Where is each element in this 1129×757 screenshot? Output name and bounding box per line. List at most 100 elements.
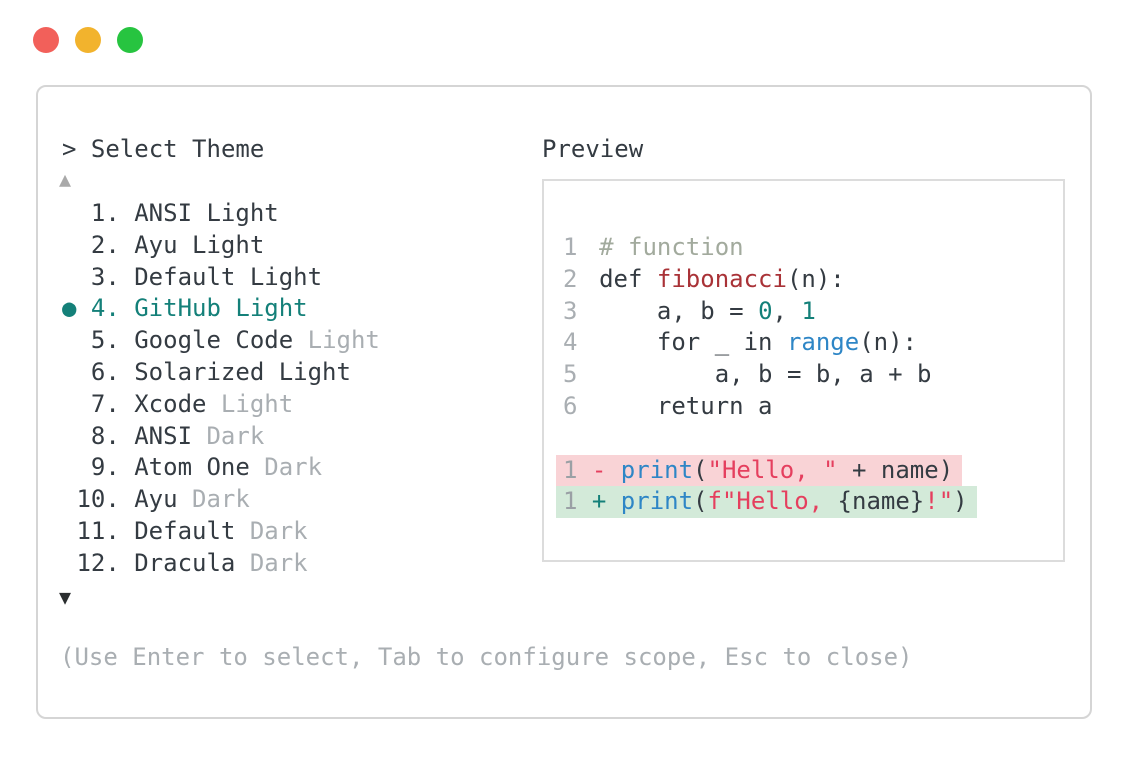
theme-item-number: 1.: [90, 199, 120, 227]
theme-item-label: Ayu: [134, 485, 178, 514]
code-token: range: [786, 328, 860, 357]
theme-item-label-muted: Dark: [249, 453, 323, 482]
theme-list-item[interactable]: 2. Ayu Light: [62, 230, 380, 262]
theme-item-label-muted: Light: [206, 389, 294, 418]
code-token: -: [591, 455, 621, 484]
theme-item-number: 10.: [76, 485, 120, 514]
zoom-button-icon[interactable]: [117, 27, 143, 53]
theme-item-label: Atom One: [134, 453, 250, 482]
line-number: 1: [563, 455, 578, 484]
selected-bullet-icon: ●: [62, 294, 77, 323]
bullet-placeholder: [62, 357, 76, 389]
scroll-up-icon[interactable]: ▲: [59, 167, 72, 191]
code-line-content: a, b = 0, 1: [599, 297, 816, 325]
theme-item-number: 4.: [90, 294, 120, 323]
bullet-placeholder: [62, 325, 76, 357]
theme-list-item[interactable]: 8. ANSI Dark: [62, 421, 380, 453]
theme-item-number: 3.: [90, 262, 120, 291]
theme-list-item[interactable]: ● 4. GitHub Light: [62, 293, 380, 325]
code-token: {name}: [837, 487, 925, 516]
theme-item-label: ANSI: [134, 421, 193, 450]
bullet-placeholder: [62, 548, 76, 580]
bullet-placeholder: [62, 452, 76, 484]
code-token: +: [591, 487, 621, 516]
code-line-content: return a: [599, 391, 773, 420]
theme-list-item[interactable]: 7. Xcode Light: [62, 389, 380, 421]
code-line-content: # function: [599, 233, 744, 261]
code-token: (n):: [859, 328, 917, 357]
theme-item-label: GitHub Light: [134, 294, 308, 323]
theme-item-number: 2.: [90, 230, 120, 259]
theme-item-label: ANSI Light: [134, 199, 279, 227]
help-text: (Use Enter to select, Tab to configure s…: [60, 643, 913, 671]
code-token: + name): [837, 455, 954, 484]
theme-list-item[interactable]: 6. Solarized Light: [62, 357, 380, 389]
code-line: 4 for _ in range(n):: [563, 327, 977, 359]
window-controls: [33, 27, 143, 53]
bullet-placeholder: [62, 230, 76, 262]
theme-item-number: 6.: [90, 357, 120, 386]
theme-item-label: Dracula: [134, 548, 236, 577]
theme-item-number: 5.: [90, 326, 120, 355]
theme-item-number: 7.: [90, 389, 120, 418]
code-line: 3 a, b = 0, 1: [563, 296, 977, 328]
code-token: 0: [758, 296, 773, 325]
code-token: !": [924, 487, 954, 516]
theme-list-item[interactable]: 9.Atom One Dark: [62, 452, 380, 484]
bullet-placeholder: [62, 516, 76, 548]
theme-item-label: Solarized Light: [134, 357, 351, 386]
theme-item-label: Google Code: [134, 326, 294, 355]
code-token: # function: [599, 233, 744, 261]
line-number: 1: [563, 233, 578, 261]
line-number: 1: [563, 487, 578, 516]
diff-line-removed: 1 - print("Hello, " + name): [556, 454, 977, 487]
code-line-blank: [563, 423, 977, 455]
theme-item-label: Xcode: [134, 389, 207, 418]
code-token: (: [693, 455, 708, 484]
bullet-placeholder: [62, 484, 76, 516]
code-token: a, b = b, a + b: [599, 360, 932, 389]
theme-item-number: 12.: [76, 548, 120, 577]
code-token: f"Hello,: [707, 487, 838, 516]
select-theme-prompt: > Select Theme: [62, 135, 265, 163]
code-token: for _ in: [599, 328, 787, 357]
theme-list: 1.ANSI Light 2.Ayu Light 3.Default Light…: [62, 198, 380, 580]
code-token: "Hello, ": [707, 455, 838, 484]
theme-list-item[interactable]: 12.Dracula Dark: [62, 548, 380, 580]
line-number: 4: [563, 328, 578, 357]
theme-picker-window: > Select Theme Preview ▲ 1.ANSI Light 2.…: [36, 85, 1092, 719]
code-token: fibonacci: [656, 264, 787, 293]
bullet-placeholder: [62, 421, 76, 453]
code-token: [577, 456, 591, 484]
theme-list-item[interactable]: 1. ANSI Light: [62, 198, 380, 230]
line-number: 6: [563, 391, 578, 420]
theme-list-item[interactable]: 10. Ayu Dark: [62, 484, 380, 516]
code-line: 6 return a: [563, 391, 977, 423]
code-token: [577, 487, 591, 515]
code-token: return a: [599, 391, 773, 420]
theme-list-item[interactable]: 11.Default Dark: [62, 516, 380, 548]
bullet-placeholder: [62, 262, 76, 294]
line-number: 2: [563, 264, 578, 293]
diff-highlight-added: 1 + print(f"Hello, {name}!"): [556, 486, 977, 519]
code-token: (n):: [786, 264, 845, 293]
theme-item-number: 11.: [76, 516, 120, 545]
minimize-button-icon[interactable]: [75, 27, 101, 53]
theme-item-label-muted: Dark: [177, 485, 250, 514]
code-line-content: a, b = b, a + b: [599, 360, 932, 389]
theme-item-number: 8.: [90, 421, 120, 450]
code-line-content: def fibonacci(n):: [599, 265, 845, 293]
code-line: 2 def fibonacci(n):: [563, 264, 977, 296]
theme-item-label: Default: [134, 516, 236, 545]
code-token: a, b =: [599, 296, 759, 325]
scroll-down-icon[interactable]: ▼: [59, 585, 72, 609]
theme-item-label: Ayu Light: [134, 230, 265, 259]
theme-item-label-muted: Dark: [192, 421, 265, 450]
code-token: def: [599, 264, 657, 293]
theme-list-item[interactable]: 5.Google Code Light: [62, 325, 380, 357]
close-button-icon[interactable]: [33, 27, 59, 53]
diff-line-added: 1 + print(f"Hello, {name}!"): [556, 486, 977, 519]
theme-list-item[interactable]: 3.Default Light: [62, 262, 380, 294]
diff-highlight-removed: 1 - print("Hello, " + name): [556, 454, 963, 487]
